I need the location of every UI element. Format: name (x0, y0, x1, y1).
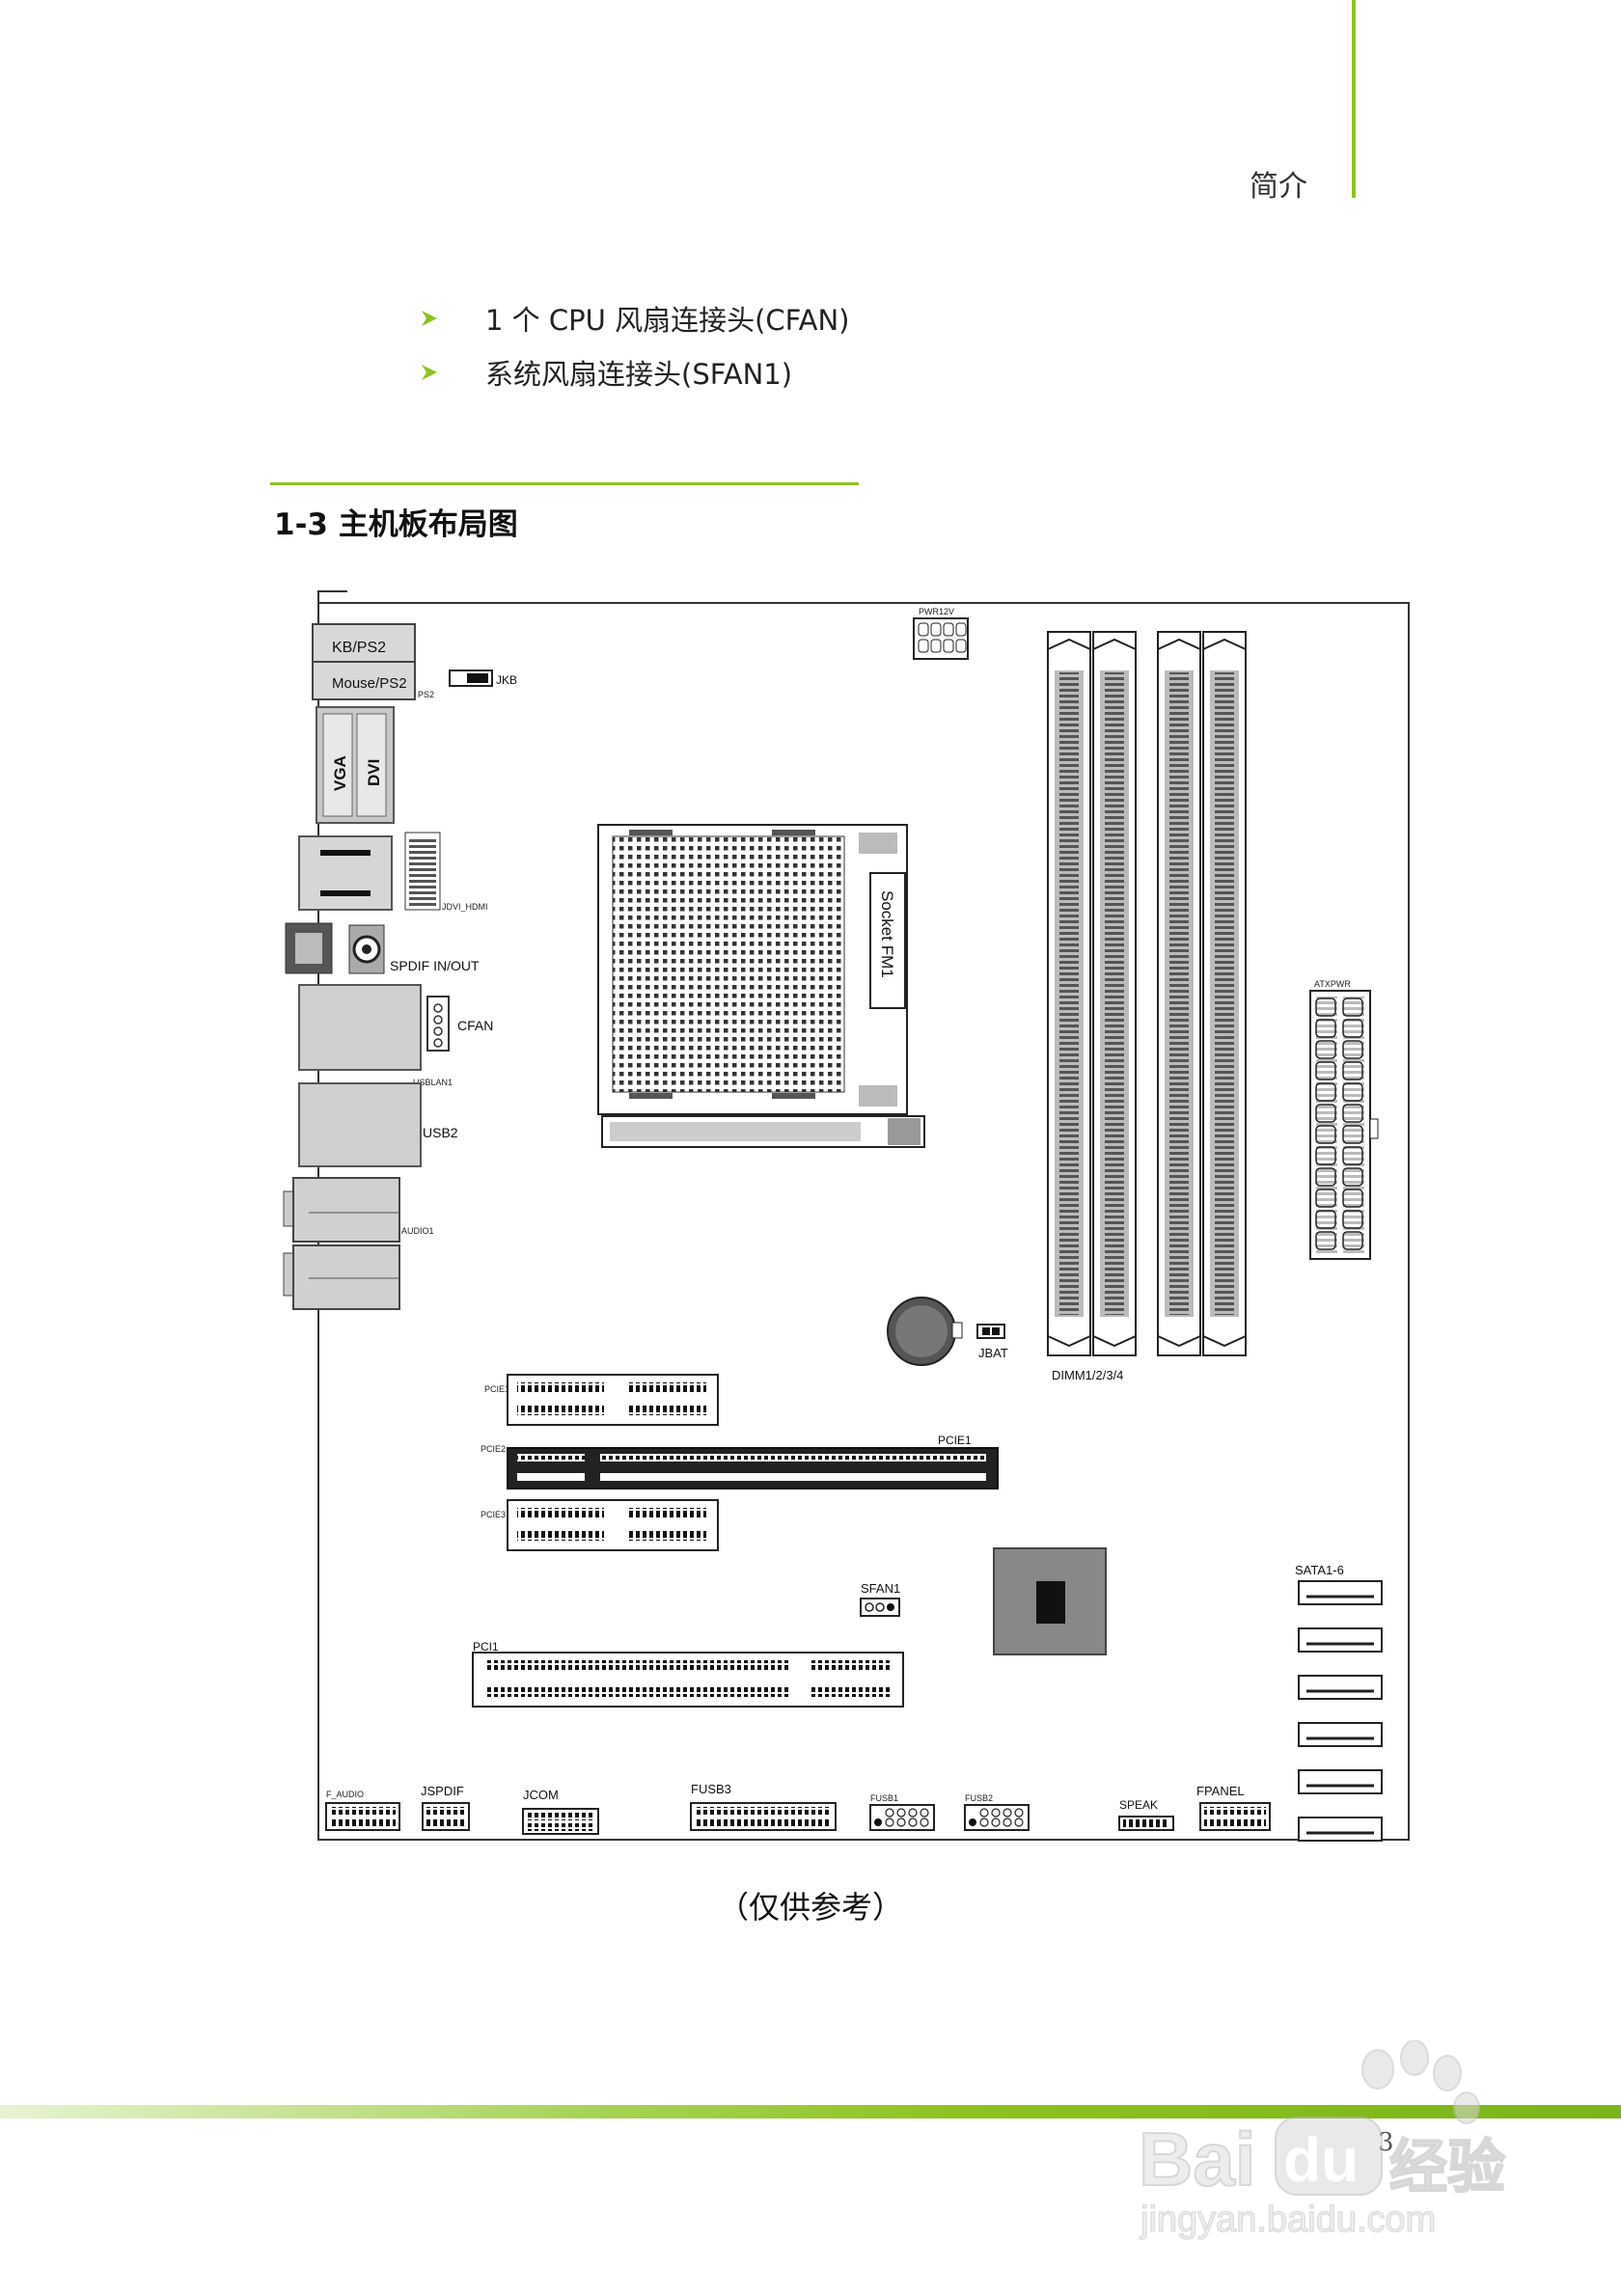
atxpwr-label: ATXPWR (1314, 979, 1351, 989)
list-item: 系统风扇连接头(SFAN1) (420, 345, 850, 399)
fusb3-label: FUSB3 (691, 1782, 731, 1796)
spdif-label: SPDIF IN/OUT (390, 958, 480, 973)
motherboard-diagram: KB/PS2 Mouse/PS2 PS2 JKB VGA DVI JDVI_HD… (270, 584, 1428, 1857)
socket-label: Socket FM1 (878, 890, 896, 978)
pcie-x16-slot: PCIE2 PCIE1 (481, 1434, 999, 1490)
jcom-header: JCOM (522, 1788, 599, 1835)
usblan1-port: USBLAN1 (298, 984, 453, 1087)
dvi-label: DVI (365, 759, 383, 786)
fpanel-label: FPANEL (1196, 1784, 1245, 1798)
sata-label: SATA1-6 (1295, 1563, 1344, 1577)
footer-bar (0, 2105, 1621, 2118)
vga-dvi-port: VGA DVI (316, 706, 395, 824)
list-item: 1 个 CPU 风扇连接头(CFAN) (420, 291, 850, 345)
sfan1-label: SFAN1 (861, 1581, 900, 1596)
arrow-bullet-icon (420, 363, 439, 382)
jspdif-header: JSPDIF (421, 1784, 470, 1831)
svg-text:经验: 经验 (1389, 2134, 1505, 2201)
speak-label: SPEAK (1119, 1798, 1158, 1812)
f-audio-label: F_AUDIO (326, 1790, 364, 1799)
svg-text:du: du (1283, 2125, 1359, 2195)
figure-caption: （仅供参考） (717, 1889, 903, 1926)
jbat-label: JBAT (978, 1346, 1008, 1360)
ps2-label: PS2 (418, 690, 434, 699)
jcom-label: JCOM (523, 1788, 559, 1802)
chipset (993, 1547, 1107, 1655)
hdmi-port: JDVI_HDMI (298, 832, 488, 912)
list-item-text: 系统风扇连接头(SFAN1) (485, 358, 793, 391)
pwr12v-connector: PWR12V (913, 607, 969, 660)
heading-rule (270, 482, 859, 485)
svg-text:jingyan.baidu.com: jingyan.baidu.com (1140, 2200, 1436, 2240)
motherboard-svg: KB/PS2 Mouse/PS2 PS2 JKB VGA DVI JDVI_HD… (283, 590, 1410, 1842)
cfan-header: CFAN (426, 996, 493, 1052)
spdif-port: SPDIF IN/OUT (285, 922, 480, 974)
fusb1-label: FUSB1 (870, 1793, 898, 1803)
usb2-port: USB2 (298, 1082, 458, 1167)
mouse-ps2-label: Mouse/PS2 (332, 675, 407, 692)
header-accent-line (1352, 0, 1356, 198)
pcie3-x1-slot: PCIE3 (481, 1499, 719, 1551)
cfan-label: CFAN (457, 1018, 493, 1033)
pci1-label: PCI1 (473, 1640, 499, 1654)
jbat-jumper: JBAT (976, 1324, 1008, 1360)
pcie3-label: PCIE3 (481, 1510, 506, 1519)
section-label: 简介 (1250, 170, 1307, 204)
kb-ps2-label: KB/PS2 (332, 640, 386, 656)
usblan1-label: USBLAN1 (413, 1078, 453, 1087)
cpu-socket: Socket FM1 (597, 824, 925, 1148)
usb2-label: USB2 (423, 1125, 458, 1140)
cmos-battery (887, 1297, 963, 1366)
jkb-jumper: JKB (449, 670, 517, 687)
baidu-watermark-logo: Bai du 经验 jingyan.baidu.com (1129, 2039, 1534, 2243)
vga-label: VGA (331, 755, 349, 791)
sata-ports: SATA1-6 (1295, 1563, 1383, 1842)
fusb2-label: FUSB2 (965, 1793, 993, 1803)
svg-text:Bai: Bai (1139, 2117, 1255, 2201)
dimm-label: DIMM1/2/3/4 (1052, 1368, 1123, 1382)
pwr12v-label: PWR12V (919, 607, 954, 616)
audio1-port: AUDIO1 (283, 1177, 434, 1310)
fpanel-header: FPANEL (1196, 1784, 1271, 1831)
jkb-label: JKB (496, 673, 517, 687)
atxpwr-connector: ATXPWR (1309, 979, 1379, 1260)
pcie1-x1-slot: PCIE1 (484, 1374, 719, 1426)
sfan1-header: SFAN1 (860, 1581, 900, 1617)
fusb2-header: FUSB2 (964, 1793, 1030, 1831)
arrow-bullet-icon (420, 309, 439, 328)
dimm-slots: DIMM1/2/3/4 (1047, 631, 1247, 1382)
list-item-text: 1 个 CPU 风扇连接头(CFAN) (485, 304, 850, 337)
pci-slot: PCI1 (472, 1640, 904, 1708)
section-heading: 1-3 主机板布局图 (274, 507, 518, 542)
jdvi-hdmi-label: JDVI_HDMI (442, 902, 488, 912)
f-audio-header: F_AUDIO (325, 1790, 400, 1831)
pcie1-small-label: PCIE1 (484, 1384, 509, 1394)
feature-list: 1 个 CPU 风扇连接头(CFAN) 系统风扇连接头(SFAN1) (420, 291, 850, 399)
fusb3-header: FUSB3 (690, 1782, 837, 1831)
speak-header: SPEAK (1118, 1798, 1174, 1831)
audio1-label: AUDIO1 (401, 1226, 434, 1236)
ps2-port: KB/PS2 Mouse/PS2 PS2 (312, 623, 434, 700)
fusb1-header: FUSB1 (869, 1793, 935, 1831)
jspdif-label: JSPDIF (421, 1784, 464, 1798)
pcie2-label: PCIE2 (481, 1444, 506, 1454)
pcie1-long-label: PCIE1 (938, 1434, 972, 1447)
